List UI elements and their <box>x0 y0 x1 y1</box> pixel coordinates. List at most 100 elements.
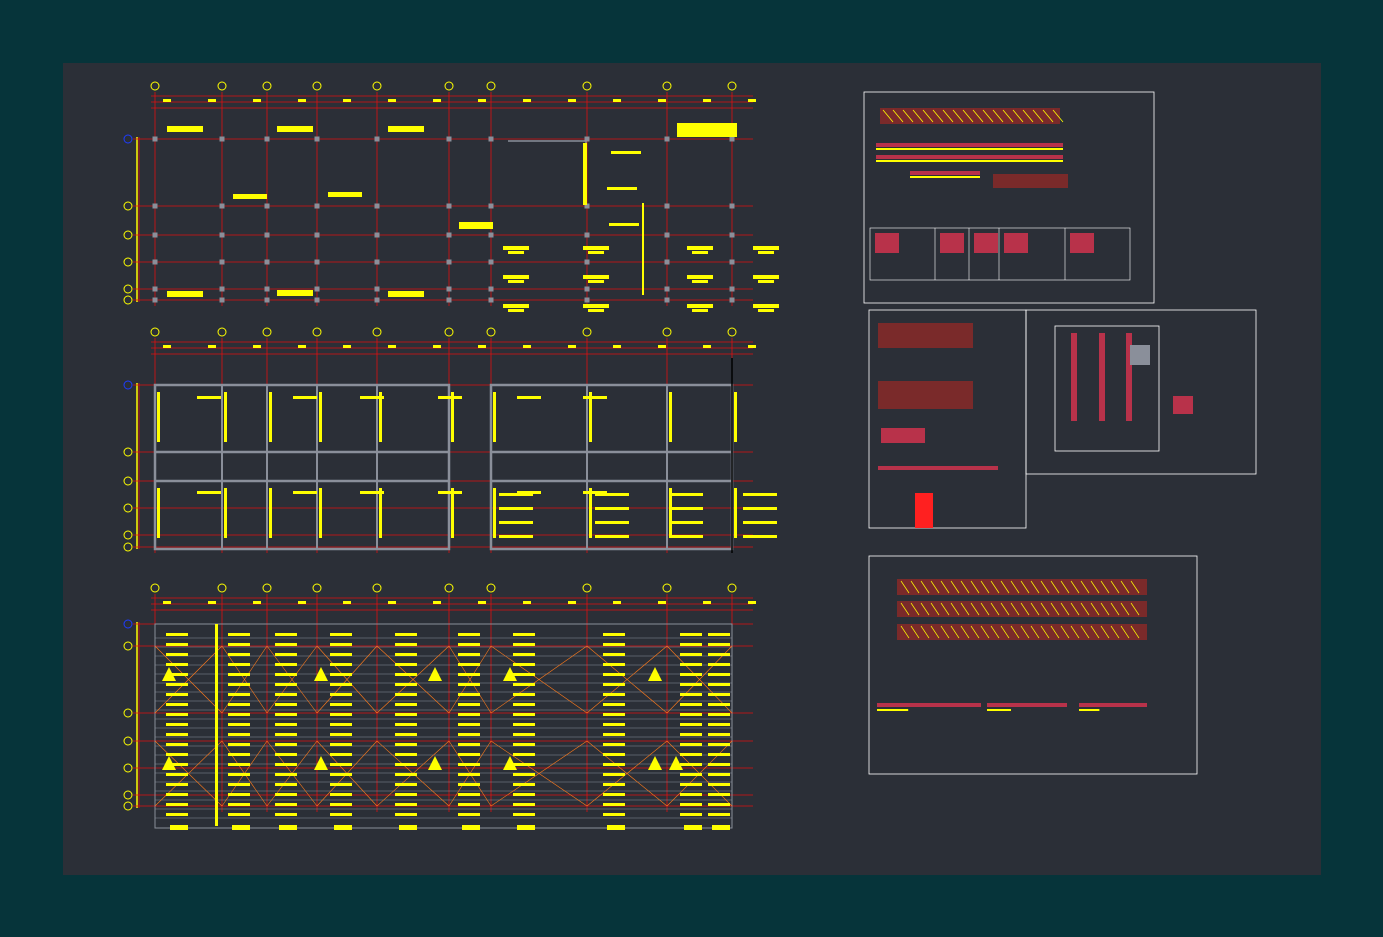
column-pedestal <box>314 203 320 209</box>
purlin-label <box>680 633 702 636</box>
purlin-label <box>395 803 417 806</box>
truss-label <box>399 825 417 830</box>
dimension-tag <box>568 601 576 604</box>
grid-bubble-top <box>150 81 160 91</box>
column-pedestal <box>314 286 320 292</box>
dimension-tag <box>208 99 216 102</box>
footing-symbol <box>508 309 524 312</box>
purlin-label <box>603 713 625 716</box>
column-pedestal <box>488 259 494 265</box>
connection-detail <box>940 233 964 253</box>
grid-bubble-top <box>312 81 322 91</box>
purlin-label <box>330 803 352 806</box>
truss-web <box>1022 109 1034 123</box>
column-pedestal <box>219 203 225 209</box>
dimension-tag <box>523 99 531 102</box>
grid-bubble-left <box>123 736 133 746</box>
column-pedestal <box>729 286 735 292</box>
purlin-label <box>603 813 625 816</box>
section-marker <box>648 667 662 681</box>
dimension-tag <box>433 99 441 102</box>
purlin-label <box>458 643 480 646</box>
purlin-label <box>228 753 250 756</box>
truss-web <box>990 580 1000 594</box>
truss-label <box>279 825 297 830</box>
column-pedestal <box>219 136 225 142</box>
purlin-label <box>228 713 250 716</box>
purlin-label <box>458 803 480 806</box>
truss-web <box>982 109 994 123</box>
truss-web <box>1100 625 1110 639</box>
truss-web <box>1030 625 1040 639</box>
beam-tag <box>589 392 592 442</box>
purlin-label <box>708 633 730 636</box>
truss-chord-label <box>876 148 946 150</box>
beam-tag <box>319 488 322 538</box>
drawing-sheet <box>63 63 1321 875</box>
truss-row <box>897 579 1147 595</box>
purlin-label <box>603 803 625 806</box>
truss-web <box>1110 625 1120 639</box>
dimension-tag <box>253 99 261 102</box>
grid-bubble-left <box>123 790 133 800</box>
bracing <box>666 645 733 714</box>
column-elevation <box>1099 333 1105 421</box>
truss-web <box>1050 580 1060 594</box>
truss-web <box>992 109 1004 123</box>
dimension-tag <box>298 99 306 102</box>
grid-bubble-left <box>123 380 133 390</box>
purlin-label <box>680 733 702 736</box>
truss-label <box>607 825 625 830</box>
beam-label <box>517 396 541 399</box>
dimension-tag <box>703 345 711 348</box>
beam-tag <box>451 488 454 538</box>
footing-label <box>277 126 313 132</box>
purlin-label <box>680 773 702 776</box>
beam-tag <box>669 488 672 538</box>
purlin-label <box>458 783 480 786</box>
footing-label <box>388 291 424 297</box>
purlin-label <box>513 773 535 776</box>
purlin-label <box>330 673 352 676</box>
truss-chord-label <box>943 148 1063 150</box>
bracing <box>586 645 668 714</box>
truss-web <box>1040 602 1050 616</box>
purlin-label <box>166 723 188 726</box>
purlin-label <box>275 803 297 806</box>
purlin-label <box>513 803 535 806</box>
column-pedestal <box>488 203 494 209</box>
truss-web <box>1020 602 1030 616</box>
grid-bubble-top <box>582 81 592 91</box>
purlin-label <box>228 783 250 786</box>
purlin-label <box>395 753 417 756</box>
grid-bubble-top <box>727 327 737 337</box>
grid-bubble-left <box>123 708 133 718</box>
column-pedestal <box>314 232 320 238</box>
purlin-label <box>166 813 188 816</box>
dimension-tag <box>253 345 261 348</box>
truss-chord-label <box>910 176 980 178</box>
purlin-section <box>877 703 981 707</box>
schedule-table <box>915 493 933 528</box>
section-marker <box>314 667 328 681</box>
column-pedestal <box>314 136 320 142</box>
beam-label <box>499 521 533 524</box>
purlin-label <box>166 763 188 766</box>
grid-bubble-top <box>312 327 322 337</box>
detail-sheets <box>863 91 1257 775</box>
beam-tag <box>734 392 737 442</box>
footing-label <box>609 223 639 226</box>
beam-label <box>499 507 533 510</box>
purlin-label <box>275 693 297 696</box>
purlin-label <box>395 713 417 716</box>
grid-bubble-top <box>582 327 592 337</box>
purlin-label <box>330 703 352 706</box>
truss-node <box>878 323 973 348</box>
column-elevation <box>1126 333 1132 421</box>
column-pedestal <box>264 297 270 303</box>
section-marker <box>669 756 683 770</box>
grid-bubble-top <box>444 583 454 593</box>
purlin-label <box>275 793 297 796</box>
grid-bubble-left <box>123 641 133 651</box>
purlin-label <box>330 753 352 756</box>
